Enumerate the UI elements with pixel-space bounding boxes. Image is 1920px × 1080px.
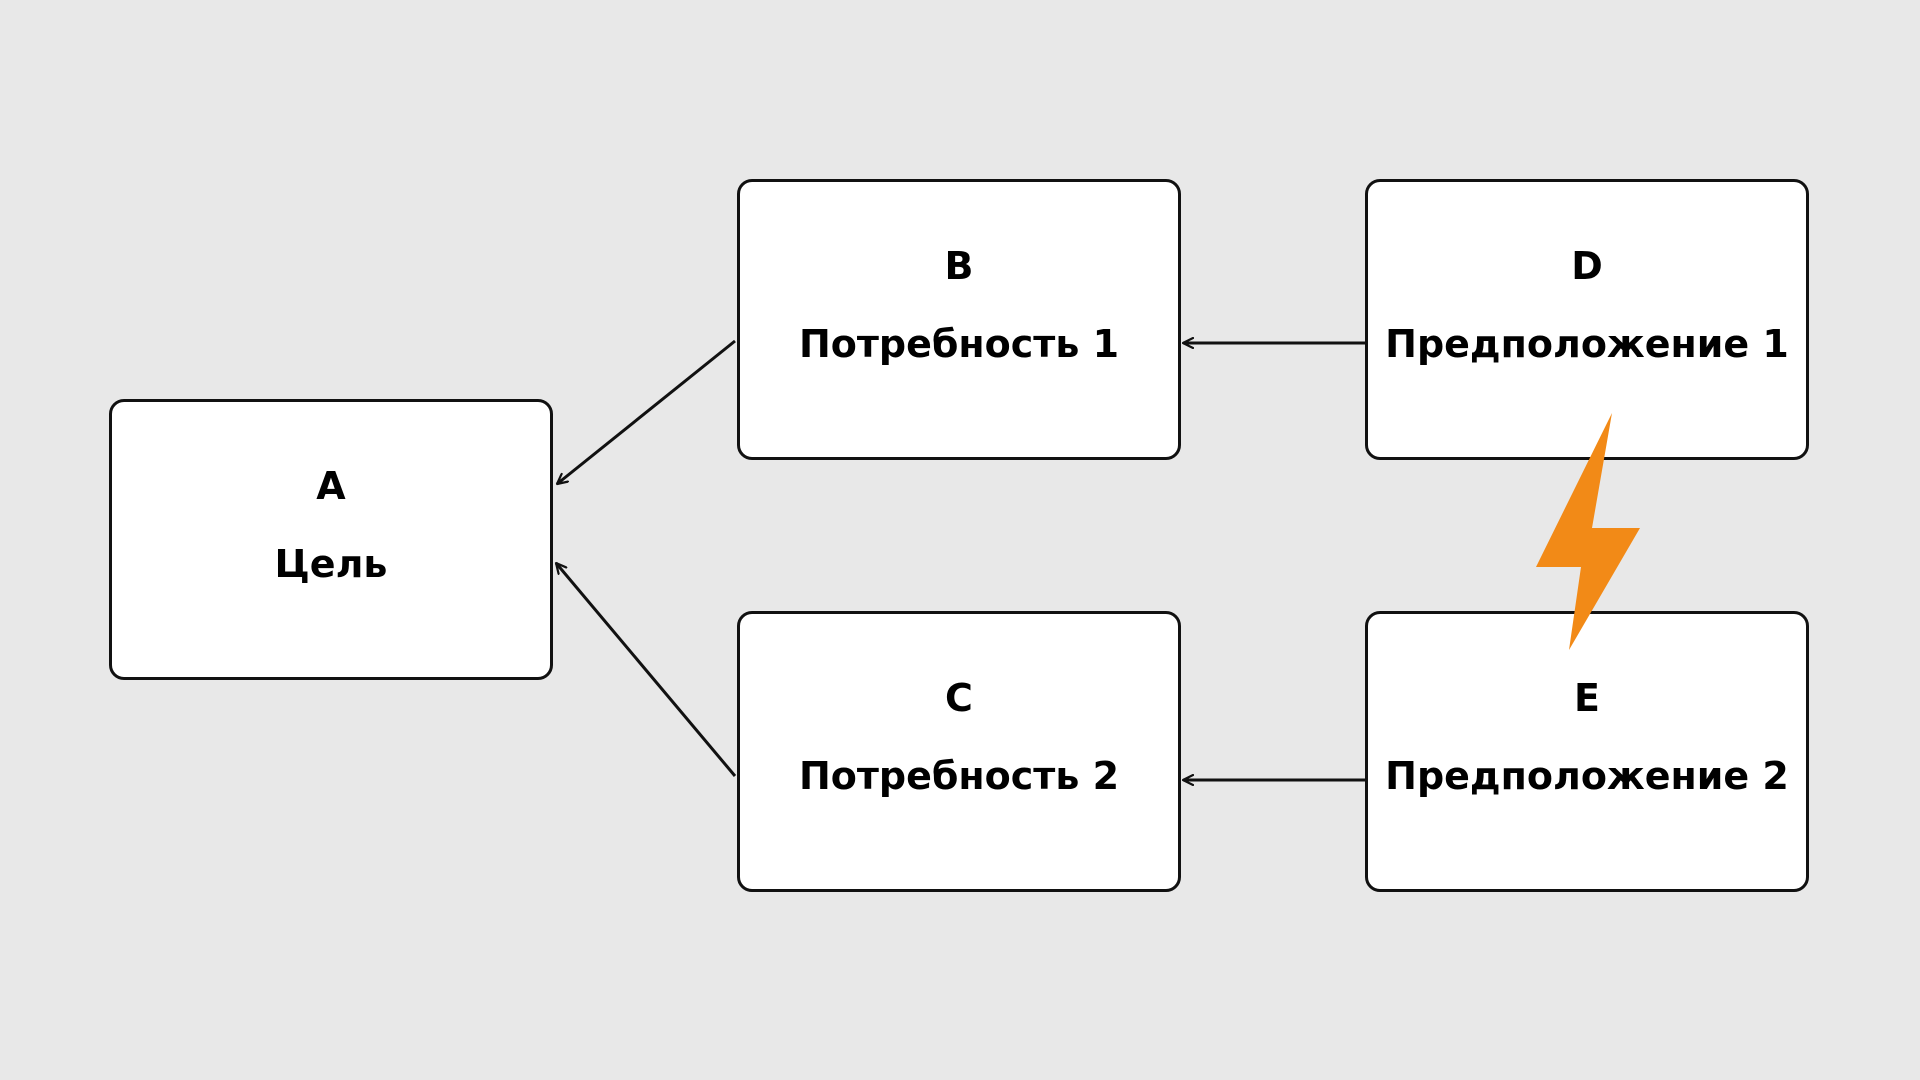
lightning-bolt-icon <box>1536 413 1640 650</box>
node-d-letter: D <box>1571 244 1603 288</box>
node-e-assumption-2[interactable]: E Предположение 2 <box>1365 611 1809 892</box>
node-c-label: Потребность 2 <box>798 754 1120 798</box>
node-b-need-1[interactable]: B Потребность 1 <box>737 179 1181 460</box>
arrow-c-to-a <box>554 563 737 777</box>
arrow-b-to-a <box>557 339 736 486</box>
node-b-letter: B <box>944 244 974 288</box>
node-c-need-2[interactable]: C Потребность 2 <box>737 611 1181 892</box>
node-a-label: Цель <box>274 542 388 586</box>
node-e-letter: E <box>1574 676 1600 720</box>
node-a-letter: A <box>316 464 346 508</box>
node-d-label: Предположение 1 <box>1385 322 1789 366</box>
node-d-assumption-1[interactable]: D Предположение 1 <box>1365 179 1809 460</box>
node-c-letter: C <box>945 676 973 720</box>
node-e-label: Предположение 2 <box>1385 754 1789 798</box>
node-a-goal[interactable]: A Цель <box>109 399 553 680</box>
node-b-label: Потребность 1 <box>798 322 1120 366</box>
